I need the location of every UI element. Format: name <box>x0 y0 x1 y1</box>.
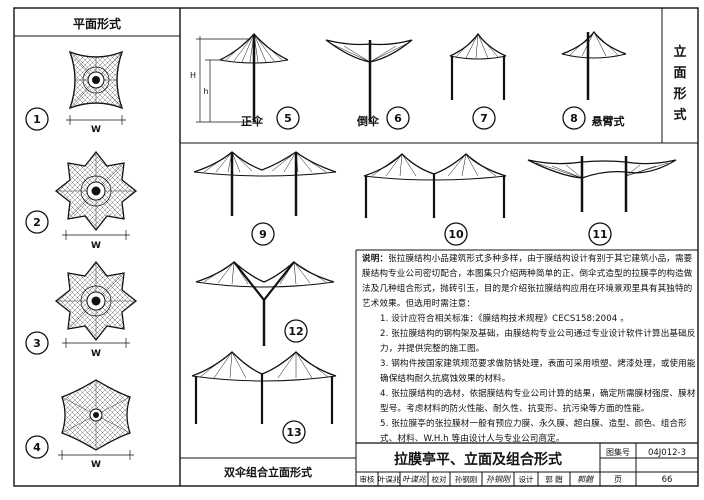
svg-text:立: 立 <box>673 44 686 60</box>
elevation-dim-H: H <box>190 71 196 80</box>
double-umbrella-label: 双伞组合立面形式 <box>224 465 312 479</box>
plan-drawing-1: W 1 <box>25 50 126 135</box>
design-label: 设计 <box>519 474 534 484</box>
main-title: 拉膜亭平、立面及组合形式 <box>394 451 562 468</box>
page-label: 页 <box>614 475 622 484</box>
review-signature: 叶谋兆 <box>402 475 427 484</box>
plan-dim-w-2: W <box>91 241 101 251</box>
elevation-number-12: 12 <box>288 325 303 338</box>
elevation-dim-h: h <box>203 87 208 96</box>
design-name: 郭 䵻 <box>545 474 563 484</box>
elevation-number-5: 5 <box>284 112 292 125</box>
plan-dim-w-4: W <box>91 460 101 470</box>
plan-dim-w-1: W <box>91 125 101 135</box>
elevation-label-5: 正伞 <box>241 114 264 128</box>
note-item-3: 3. 钢构件按国家建筑规范要求做防锈处理，表面可采用喷塑、烤漆处理，或使用能确保… <box>380 359 696 384</box>
page-number: 66 <box>662 475 673 485</box>
elevation-number-8: 8 <box>570 112 578 125</box>
notes-block: 说明：张拉膜结构小品建筑形式多种多样，由于膜结构设计有别于其它建筑小品，需要膜结… <box>362 252 696 444</box>
svg-text:面: 面 <box>673 66 686 81</box>
plan-number-3: 3 <box>33 337 41 350</box>
elevation-label-6: 倒伞 <box>356 114 380 128</box>
elevation-drawing-12 <box>195 261 335 346</box>
plan-number-4: 4 <box>33 441 41 454</box>
note-item-1: 1. 设计应符合相关标准：《膜结构技术规程》CECS158:2004 。 <box>380 314 629 324</box>
atlas-label: 图集号 <box>606 447 630 457</box>
notes-intro: 说明：张拉膜结构小品建筑形式多种多样，由于膜结构设计有别于其它建筑小品，需要膜结… <box>362 254 693 309</box>
elevation-number-9: 9 <box>259 228 267 241</box>
elevation-title: 立 面 形 式 <box>673 44 686 123</box>
note-item-4: 4. 张拉膜结构的选材，依据膜结构专业公司计算的结果，确定所需膜材强度、膜材型号… <box>380 389 696 414</box>
notes-heading: 说明： <box>362 254 389 264</box>
elevation-drawing-8 <box>561 30 627 100</box>
elevation-drawing-13 <box>191 351 337 424</box>
elevation-number-6: 6 <box>394 112 402 125</box>
elevation-number-11: 11 <box>592 228 607 241</box>
elevation-drawing-7 <box>449 32 507 100</box>
svg-text:形: 形 <box>673 87 686 102</box>
elevation-drawing-11 <box>527 156 677 212</box>
elevation-number-10: 10 <box>448 228 464 241</box>
check-signature: 孙钢刚 <box>486 475 512 484</box>
note-item-5: 5. 张拉膜亭的张拉膜材一般有预应力膜、永久膜、超白膜、造型、颜色、组合形式、材… <box>380 419 687 444</box>
sheet-frame <box>13 7 699 487</box>
review-label: 审核 <box>360 474 375 484</box>
plan-number-2: 2 <box>33 216 41 229</box>
plan-forms-title: 平面形式 <box>73 16 121 31</box>
design-signature: 郭䵻 <box>577 475 595 484</box>
elevation-drawing-5 <box>196 33 289 123</box>
svg-text:式: 式 <box>673 107 686 123</box>
elevation-label-8: 悬臂式 <box>591 114 625 128</box>
plan-drawing-3: W 3 <box>25 260 138 359</box>
check-label: 校对 <box>432 474 447 484</box>
atlas-number: 04J012-3 <box>648 448 686 458</box>
note-item-2: 2. 张拉膜结构的钢构架及基础，由膜结构专业公司通过专业设计软件计算出基础反力，… <box>380 329 696 354</box>
elevation-number-7: 7 <box>480 112 488 125</box>
plan-drawing-2: W 2 <box>25 150 138 251</box>
plan-drawing-4: W 4 <box>25 379 134 470</box>
title-block <box>356 443 698 486</box>
elevation-drawing-10 <box>363 153 507 218</box>
check-name: 孙钢刚 <box>455 474 478 484</box>
review-name: 叶谋兆 <box>378 474 401 484</box>
plan-dim-w-3: W <box>91 349 101 359</box>
elevation-drawing-9 <box>193 151 337 216</box>
elevation-number-13: 13 <box>286 426 301 439</box>
elevation-drawing-6 <box>325 39 413 122</box>
plan-number-1: 1 <box>33 113 41 126</box>
